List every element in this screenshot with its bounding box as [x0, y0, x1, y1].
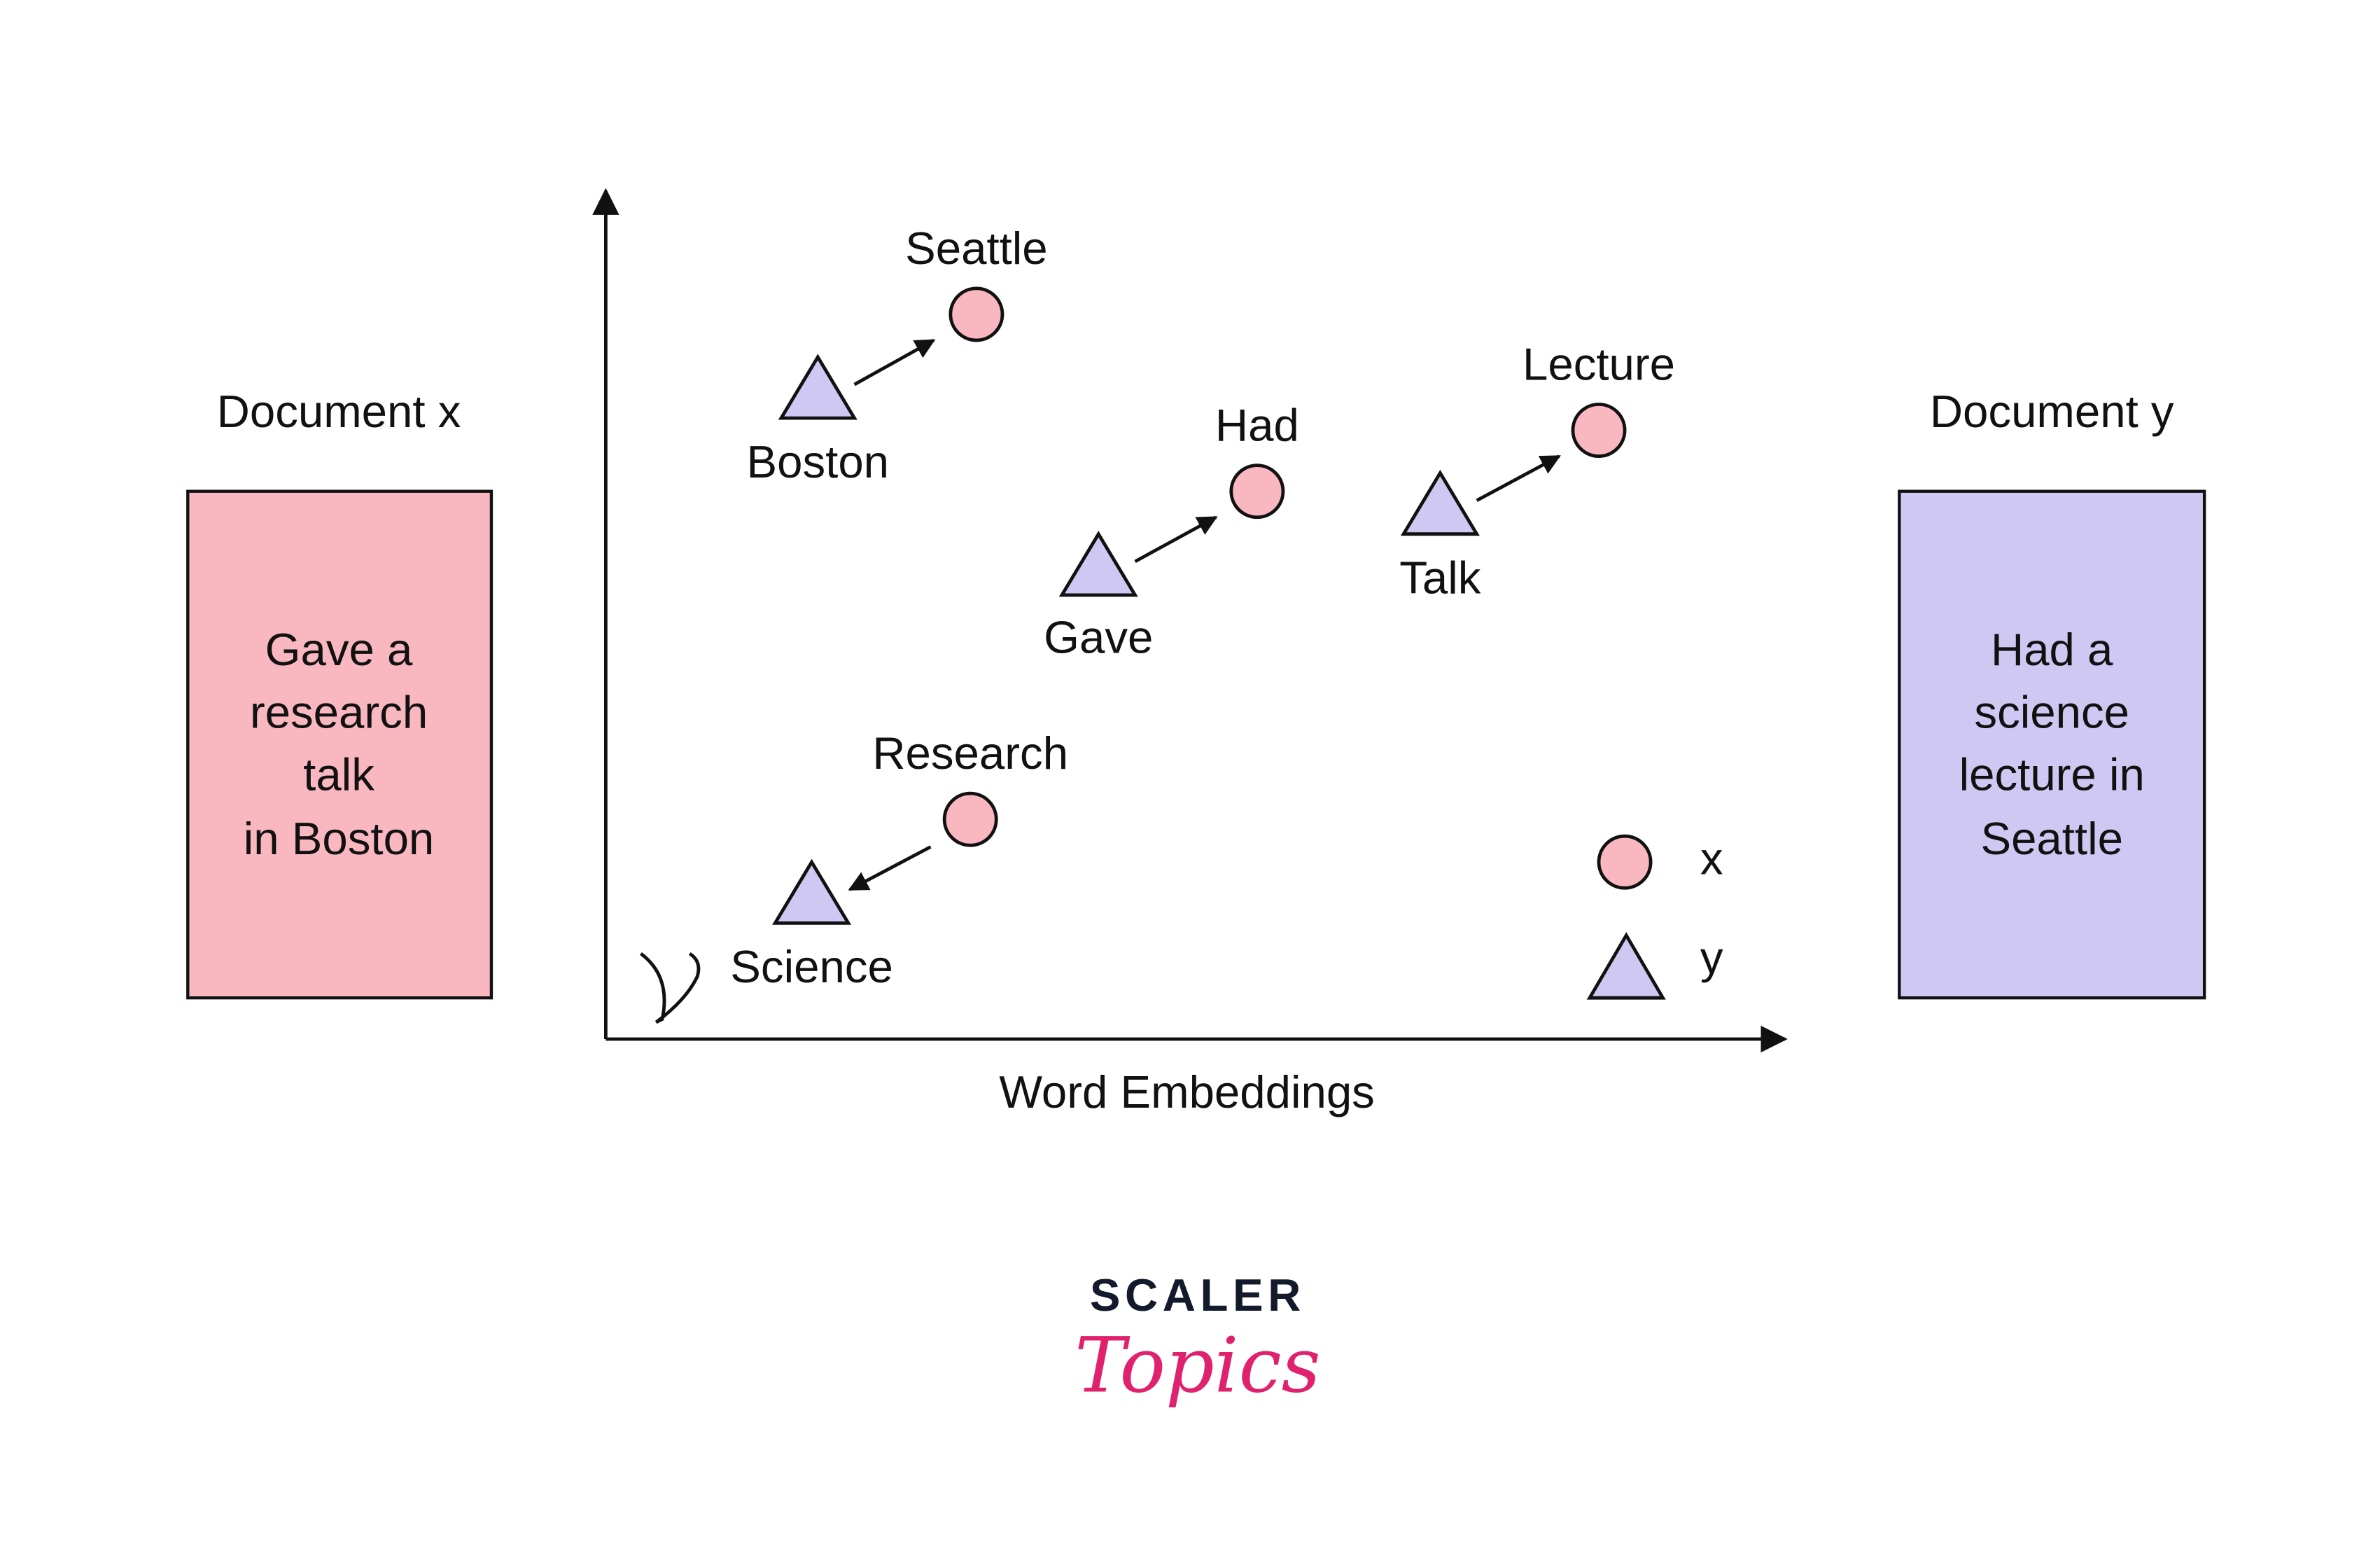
pair-gave-had: Gave Had [1044, 400, 1299, 663]
document-x-line: talk [303, 749, 374, 800]
circle-point-lecture [1571, 403, 1627, 458]
arrow [1476, 454, 1561, 502]
x-axis-label: Word Embeddings [999, 1066, 1374, 1117]
arrow [1134, 515, 1218, 564]
document-y: Document y Had a science lecture in Seat… [1898, 386, 2206, 1000]
arrow [853, 338, 936, 386]
legend-circle-icon [1597, 834, 1653, 890]
logo-text-top: SCALER [1090, 1269, 1306, 1321]
legend-label-x: x [1700, 833, 1723, 884]
logo-text-bottom: Topics [1074, 1321, 1320, 1409]
word-label: Research [872, 727, 1068, 779]
legend-label-y: y [1700, 932, 1723, 983]
word-label: Talk [1399, 552, 1481, 604]
document-y-line: science [1974, 686, 2129, 737]
document-x-line: in Boston [244, 813, 435, 864]
arrow [848, 845, 932, 891]
word-label: Lecture [1522, 338, 1675, 389]
document-y-title: Document y [1930, 386, 2174, 437]
triangle-point-gave [1058, 531, 1138, 597]
document-x-line: Gave a [265, 624, 413, 675]
word-label: Seattle [905, 223, 1047, 274]
document-x-box [186, 489, 493, 1000]
triangle-point-boston [778, 354, 858, 420]
circle-point-research [942, 791, 998, 847]
pair-research-science: Research Science [730, 727, 1068, 992]
scaler-topics-logo: SCALER Topics [1074, 1269, 1320, 1409]
document-y-line: Seattle [1980, 813, 2122, 864]
angle-mark-icon [640, 952, 701, 1024]
word-label: Had [1215, 400, 1299, 451]
word-label: Boston [747, 436, 889, 487]
legend-triangle-icon [1586, 932, 1666, 1000]
document-y-line: lecture in [1959, 749, 2145, 800]
circle-point-had [1229, 464, 1285, 520]
document-x-line: research [250, 686, 428, 737]
document-x: Document x Gave a research talk in Bosto… [186, 386, 493, 1000]
triangle-point-science [772, 858, 852, 925]
circle-point-seattle [948, 286, 1004, 342]
document-x-title: Document x [217, 386, 461, 437]
word-label: Gave [1044, 612, 1153, 663]
word-label: Science [730, 941, 893, 992]
document-y-line: Had a [1991, 624, 2113, 675]
document-y-box [1898, 489, 2206, 1000]
triangle-point-talk [1400, 469, 1480, 536]
pair-talk-lecture: Talk Lecture [1399, 338, 1675, 603]
legend: x y [1586, 833, 1723, 1000]
pair-boston-seattle: Boston Seattle [747, 223, 1048, 487]
